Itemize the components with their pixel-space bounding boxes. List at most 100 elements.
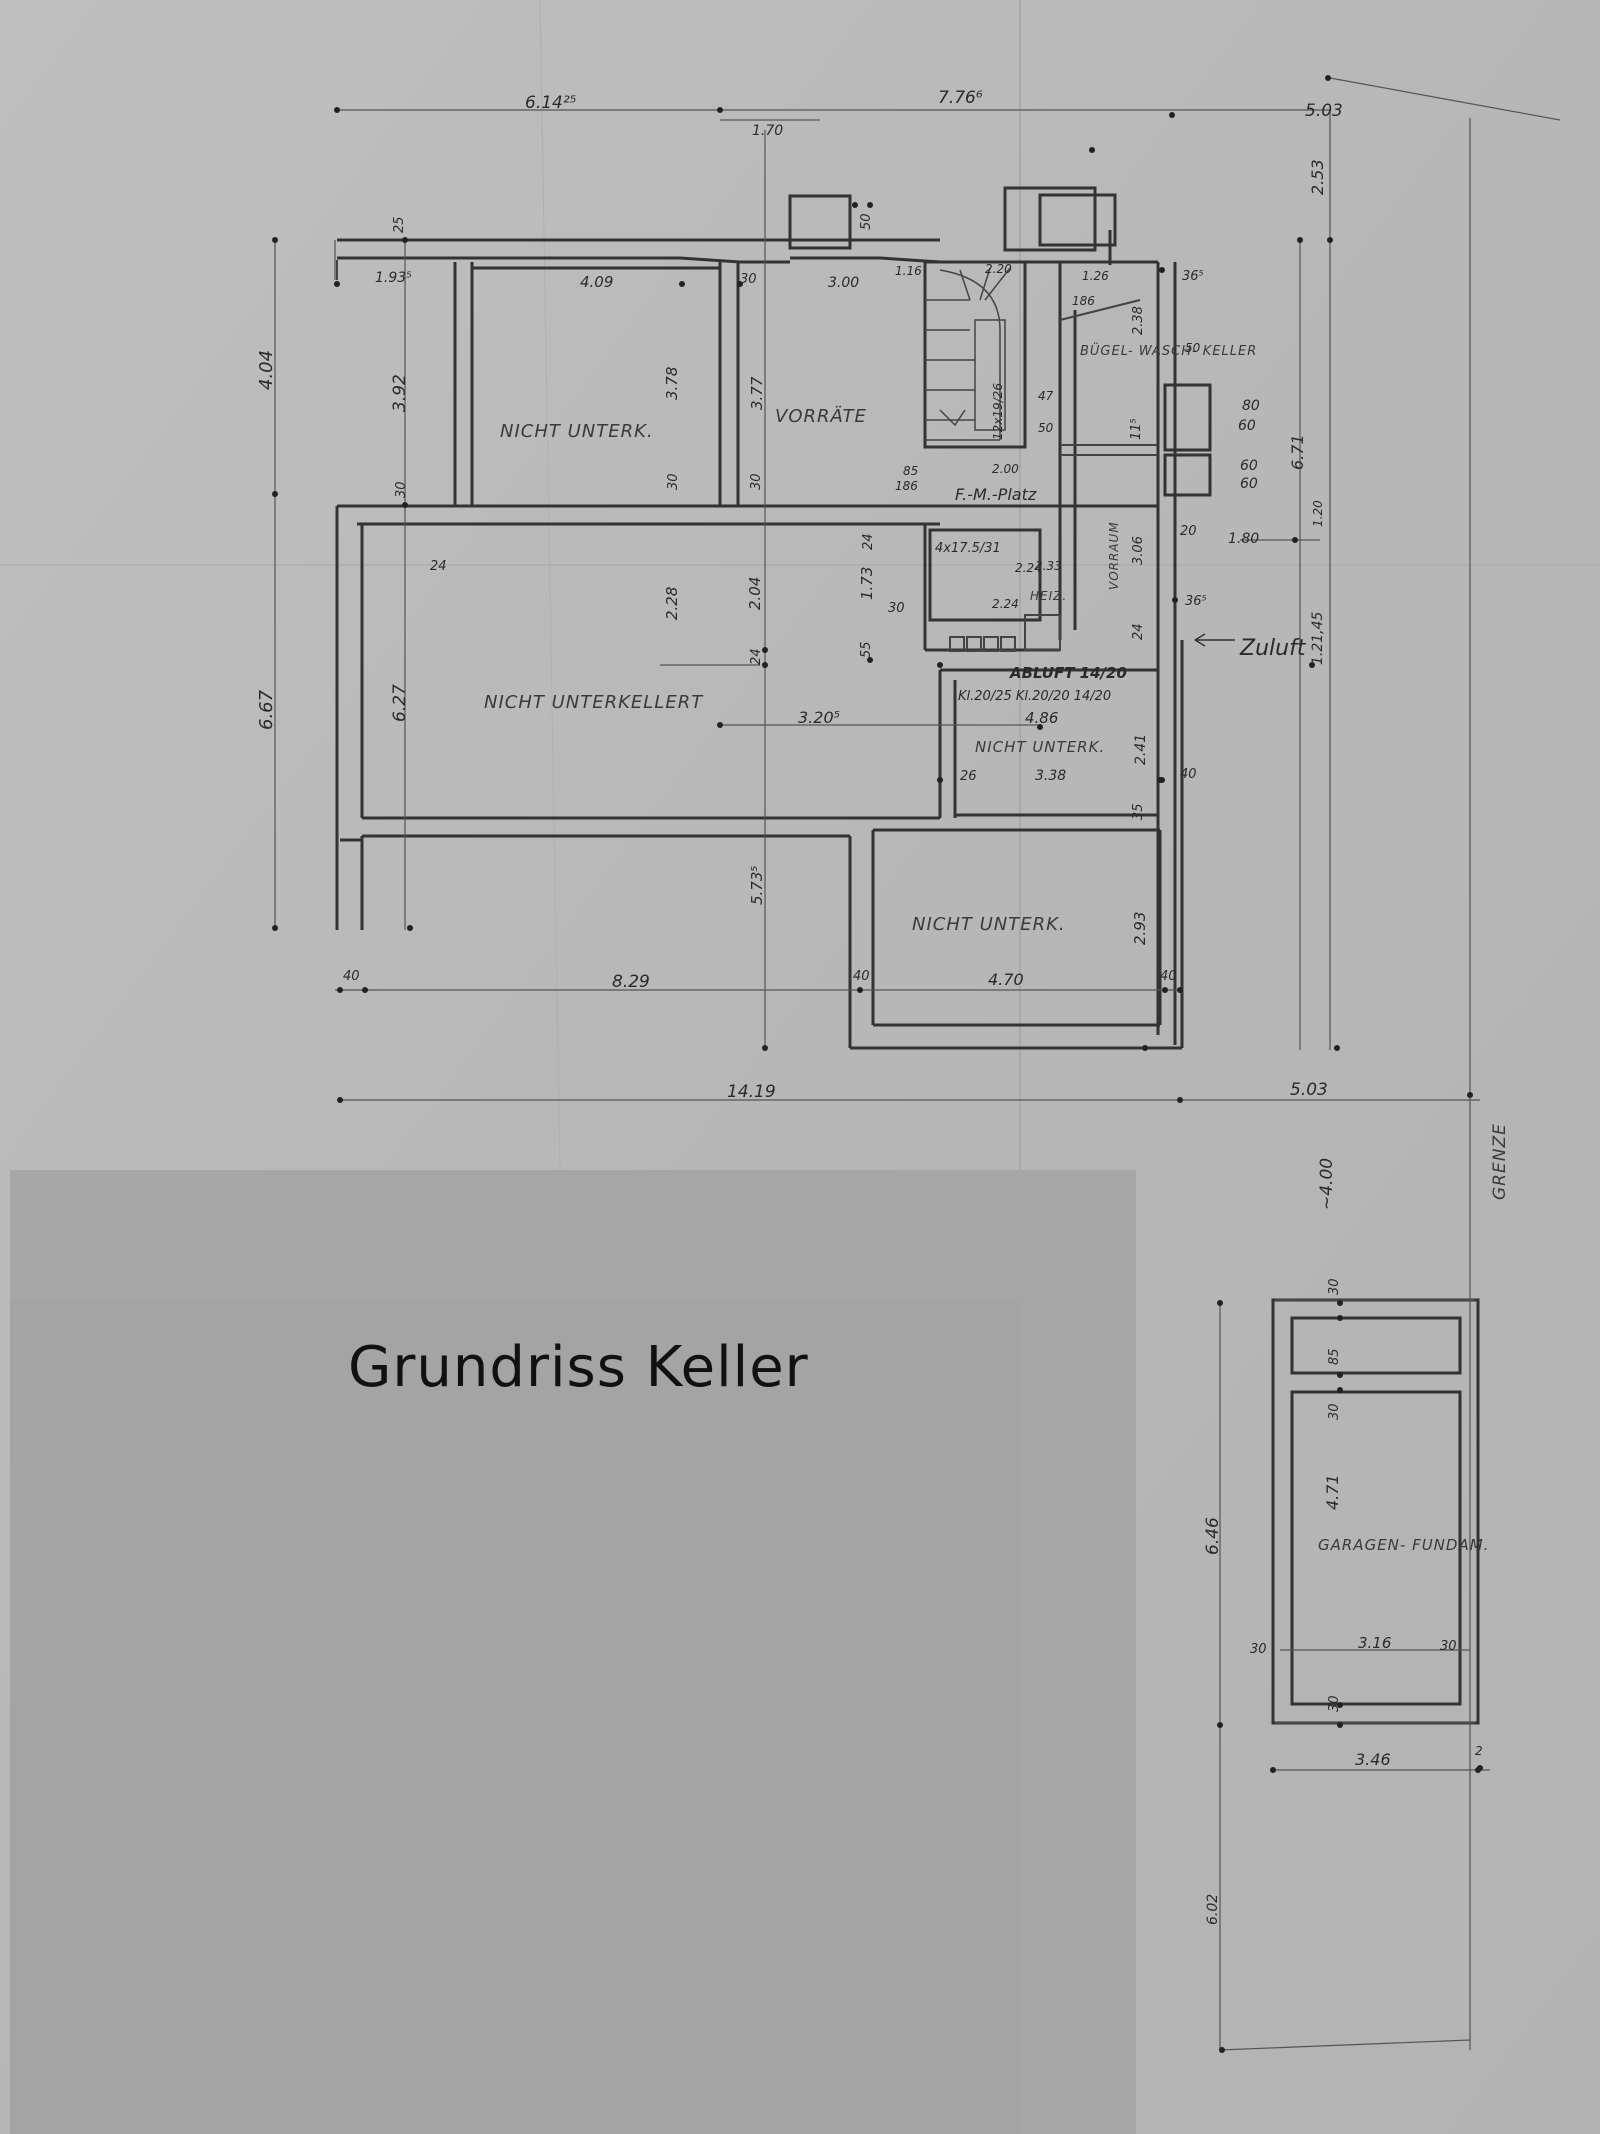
dim-2-24: 2.24 xyxy=(1015,561,1042,575)
dim-30-i: 30 xyxy=(1327,1403,1342,1420)
dim-1-20: 1.20 xyxy=(1311,500,1325,527)
dim-25: 25 xyxy=(392,216,407,233)
dim-85: 85 xyxy=(1327,1348,1342,1365)
room-garage: GARAGEN- FUNDAM. xyxy=(1318,1536,1489,1554)
house-walls xyxy=(335,186,1212,1050)
dim-1-16: 1.16 xyxy=(895,264,922,278)
dim-30-c: 30 xyxy=(394,481,409,498)
dim-6-71: 6.71 xyxy=(1288,434,1307,470)
dim-2-04: 2.04 xyxy=(746,577,764,610)
dim-stair: 12x19/26 xyxy=(991,383,1005,440)
dim-50-c: 50 xyxy=(859,213,874,230)
dim-5-03b: 5.03 xyxy=(1290,1080,1328,1100)
room-vorraum: VORRAUM xyxy=(1107,521,1121,590)
dim-2-00: 2.00 xyxy=(992,462,1019,476)
page-title: Grundriss Keller xyxy=(348,1335,809,1400)
dim-2-33: 2.33 xyxy=(1035,559,1062,573)
dim-top-right: 5.03 xyxy=(1305,101,1343,121)
dim-2-93: 2.93 xyxy=(1131,912,1149,945)
dim-2-28: 2.28 xyxy=(663,587,681,620)
dim-80: 80 xyxy=(1242,398,1260,414)
dim-5-73: 5.73⁵ xyxy=(748,866,766,905)
dim-40-b: 40 xyxy=(853,969,870,984)
dim-24-a: 24 xyxy=(749,648,764,665)
dim-55: 55 xyxy=(859,641,874,658)
dim-85-b: 85 xyxy=(903,464,918,478)
dim-60-c: 60 xyxy=(1240,476,1258,492)
dim-35: 35 xyxy=(1131,803,1146,820)
title-panel xyxy=(10,1170,1136,2134)
dim-6-27: 6.27 xyxy=(390,684,410,722)
zuluft-arrowhead xyxy=(1194,633,1206,647)
label-fm-platz: F.-M.-Platz xyxy=(955,485,1037,504)
dim-36-b: 36⁵ xyxy=(1185,594,1207,609)
dim-1-93: 1.93⁵ xyxy=(375,270,412,286)
dim-3-77: 3.77 xyxy=(748,376,766,410)
label-grenze: GRENZE xyxy=(1490,1123,1510,1200)
dim-3-92: 3.92 xyxy=(390,374,410,412)
dim-11: 11⁵ xyxy=(1129,418,1144,440)
dim-1-26: 1.26 xyxy=(1082,269,1109,283)
dimension-dots xyxy=(272,75,1483,2053)
dim-20: 20 xyxy=(1180,524,1197,539)
room-nicht-unterk-2: NICHT UNTERK. xyxy=(975,738,1105,756)
label-zuluft: Zuluft xyxy=(1239,636,1307,661)
dim-30-h: 30 xyxy=(1327,1278,1342,1295)
dim-2: 2 xyxy=(1475,1744,1483,1758)
dim-30-d: 30 xyxy=(740,272,757,287)
label-abluft: ABLUFT 14/20 xyxy=(1009,664,1127,682)
dim-1-70: 1.70 xyxy=(752,123,783,139)
dim-60-a: 60 xyxy=(1238,418,1256,434)
dim-3-16: 3.16 xyxy=(1358,1634,1391,1652)
room-vorraete: VORRÄTE xyxy=(775,406,867,427)
dim-50-a: 50 xyxy=(1038,421,1054,435)
dim-4-86: 4.86 xyxy=(1025,709,1058,727)
dim-1-73: 1.73 xyxy=(858,567,876,600)
dim-40-c: 40 xyxy=(1160,969,1177,984)
dim-3-00: 3.00 xyxy=(828,275,859,291)
dim-6-67: 6.67 xyxy=(256,689,277,730)
dim-6-46: 6.46 xyxy=(1203,1517,1223,1555)
dim-40-d: 40 xyxy=(1180,767,1197,782)
dim-2-24b: 2.24 xyxy=(992,597,1019,611)
dim-30-b: 30 xyxy=(749,473,764,490)
room-nicht-unterk-1: NICHT UNTERK. xyxy=(500,421,654,442)
dim-2-20: 2.20 xyxy=(985,262,1012,276)
room-nicht-unterkellert: NICHT UNTERKELLERT xyxy=(484,692,704,713)
dim-4-70: 4.70 xyxy=(988,970,1024,989)
dim-186-b: 186 xyxy=(895,479,918,493)
dim-4-04: 4.04 xyxy=(256,350,277,390)
dim-1-21-45: 1.21,45 xyxy=(1310,611,1326,665)
label-kamin: Kl.20/25 Kl.20/20 14/20 xyxy=(958,689,1111,704)
dim-40-a: 40 xyxy=(343,969,360,984)
room-buegel-keller: BÜGEL- WASCH- KELLER xyxy=(1080,342,1257,359)
dim-top-mid: 7.76⁶ xyxy=(938,88,983,108)
dim-30-e: 30 xyxy=(888,601,905,616)
dimension-labels: 6.14²⁵ 7.76⁶ 5.03 1.70 4.04 6.67 3.92 6.… xyxy=(256,88,1483,1925)
dim-24-b: 24 xyxy=(861,533,876,550)
dim-3-46: 3.46 xyxy=(1355,1750,1391,1769)
dim-top-left: 6.14²⁵ xyxy=(525,93,577,113)
dim-4-09: 4.09 xyxy=(580,273,613,291)
dim-4-00: ~4.00 xyxy=(1317,1158,1337,1210)
room-nicht-unterk-3: NICHT UNTERK. xyxy=(912,914,1066,935)
dim-2-41: 2.41 xyxy=(1133,734,1149,765)
dim-30-j: 30 xyxy=(1327,1695,1342,1712)
dim-24-d: 24 xyxy=(430,559,447,574)
dim-50-b: 50 xyxy=(1185,341,1201,355)
dim-24-c: 24 xyxy=(1131,623,1146,640)
dim-3-20: 3.20⁵ xyxy=(798,708,840,727)
dim-1-80: 1.80 xyxy=(1228,531,1259,547)
dim-186-a: 186 xyxy=(1072,294,1095,308)
room-labels: NICHT UNTERK. VORRÄTE BÜGEL- WASCH- KELL… xyxy=(484,342,1510,1554)
room-heiz: HEIZ. xyxy=(1030,589,1067,603)
dim-6-02: 6.02 xyxy=(1205,1894,1221,1925)
title-panel-inner xyxy=(10,1300,1020,2134)
dim-stair-2: 4x17.5/31 xyxy=(935,541,1001,556)
dimension-lines xyxy=(274,77,1561,2051)
dim-47: 47 xyxy=(1038,389,1054,403)
dim-30-g: 30 xyxy=(1440,1639,1457,1654)
dim-3-06: 3.06 xyxy=(1131,536,1146,565)
dim-2-53: 2.53 xyxy=(1308,159,1327,195)
dim-14-19: 14.19 xyxy=(727,1082,776,1102)
